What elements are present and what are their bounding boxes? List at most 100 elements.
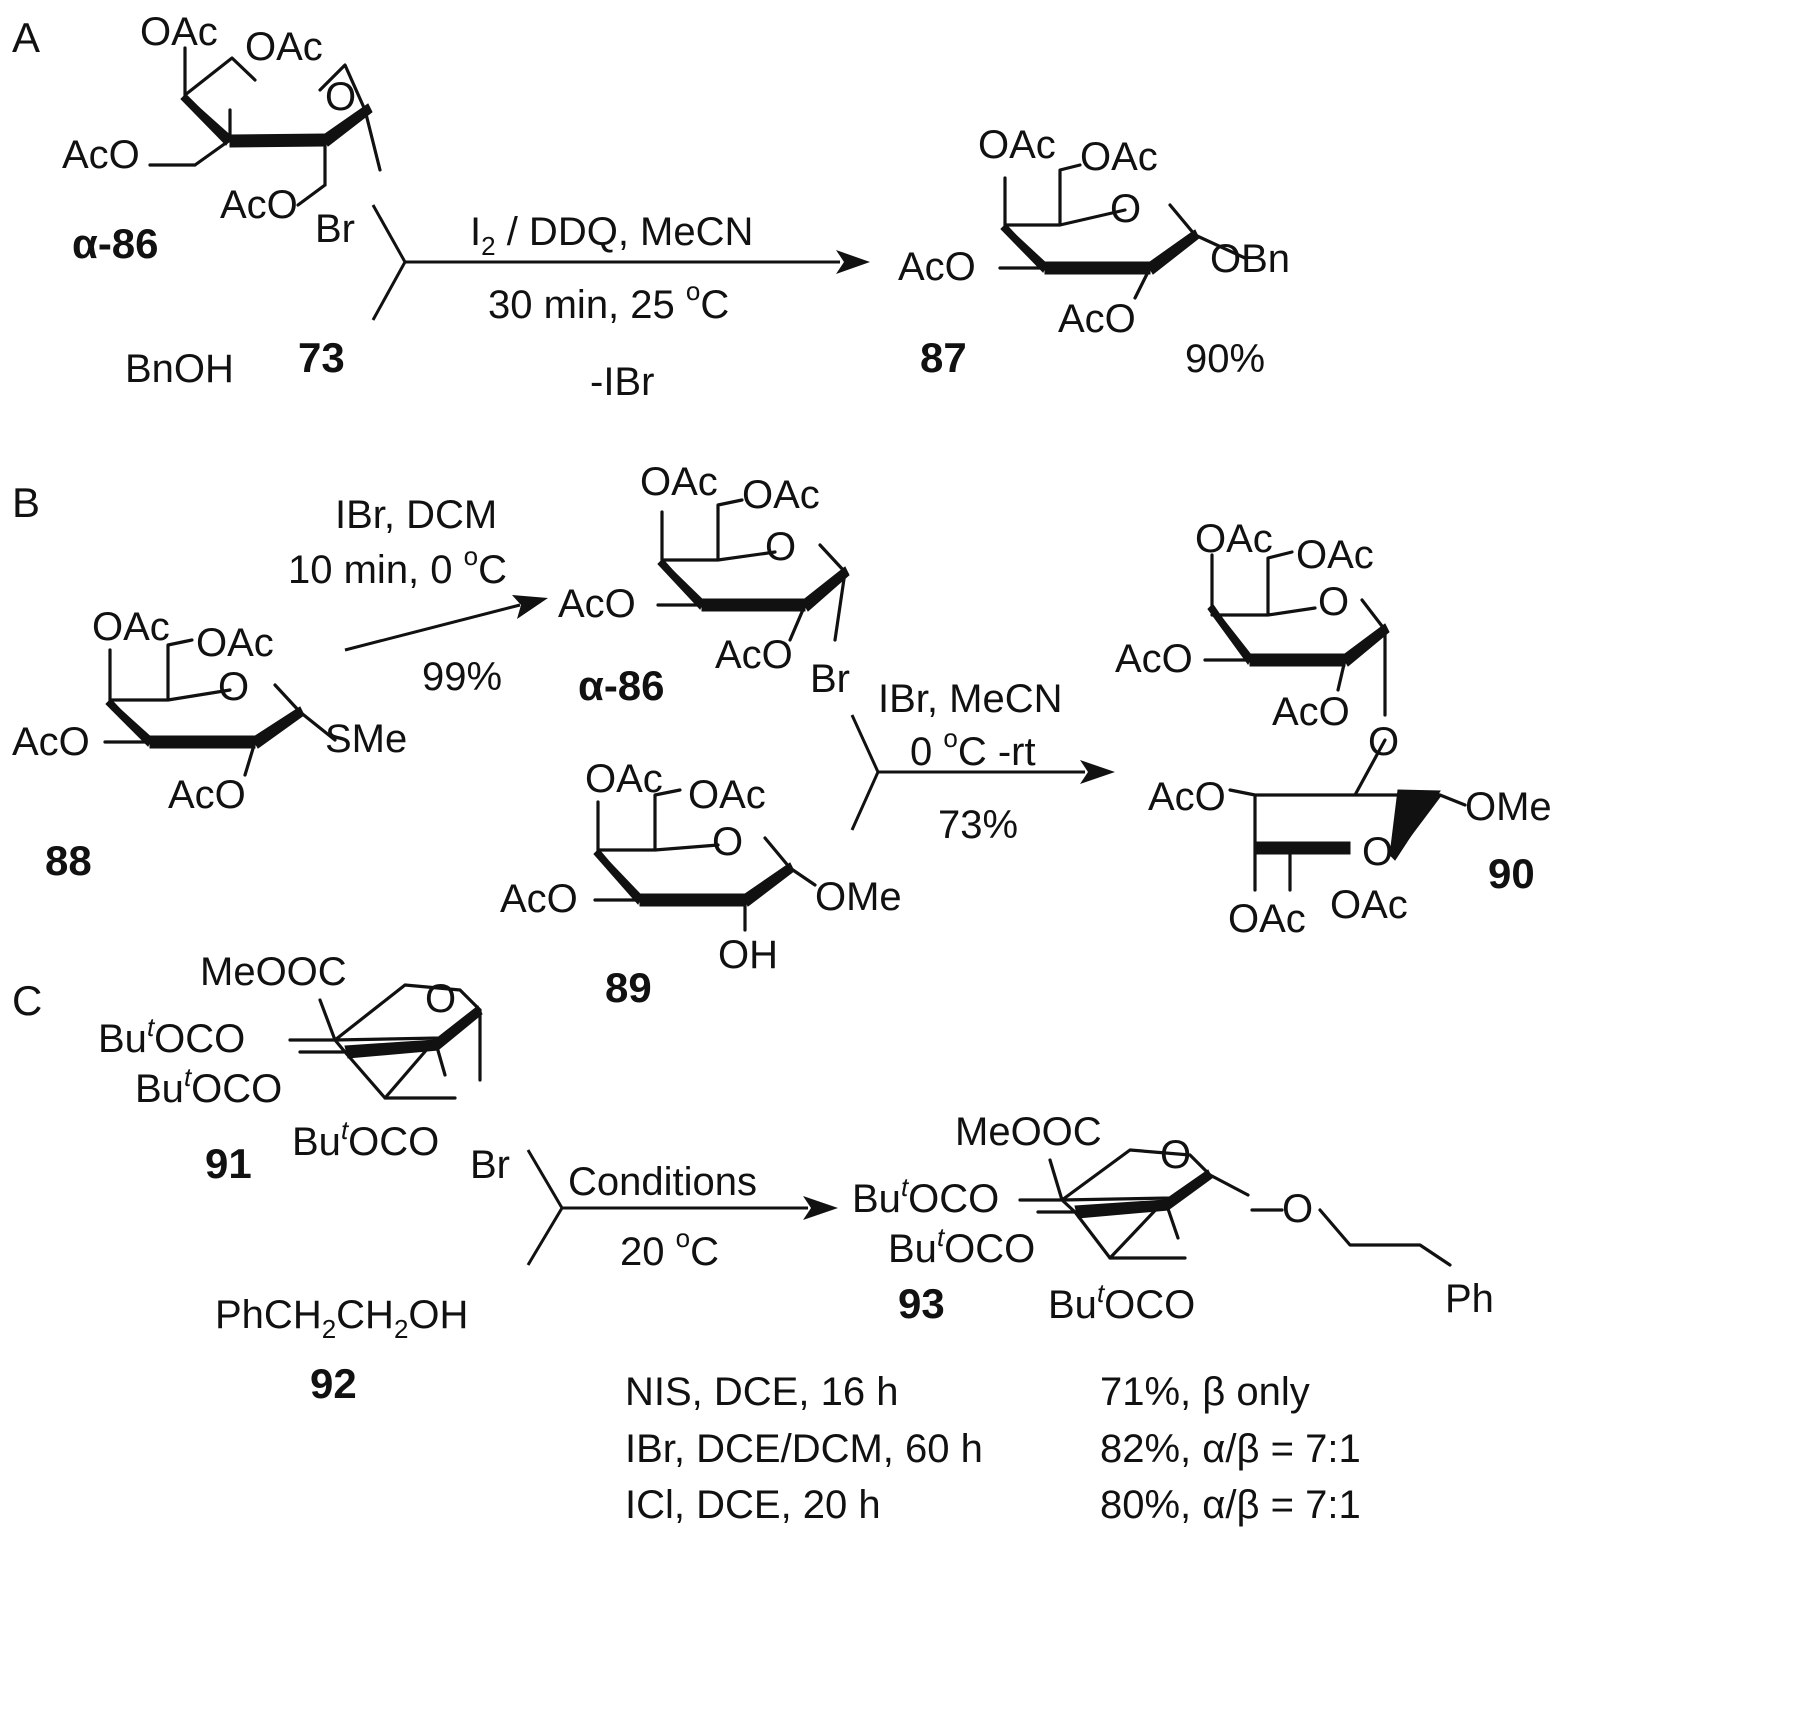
tboc-label: ButOCO: [888, 1222, 1035, 1271]
aco-label: AcO: [500, 877, 578, 921]
table-row-conditions: IBr, DCE/DCM, 60 h: [625, 1427, 983, 1471]
br-label: Br: [810, 657, 850, 701]
yield-label: 90%: [1185, 337, 1265, 381]
compound-id: 90: [1488, 850, 1535, 897]
oac-label: OAc: [1080, 135, 1158, 179]
aco-label: AcO: [898, 245, 976, 289]
panel-b: B OAc OAc O AcO SMe AcO 88 IBr, DCM 10 m…: [12, 460, 1552, 1011]
molecule-alpha-86-a: OAc OAc O AcO AcO Br: [62, 10, 382, 251]
molecule-90: OAc OAc O AcO AcO O AcO OMe O OAc OAc: [1115, 517, 1552, 941]
merge-bracket: [371, 204, 407, 321]
br-label: Br: [470, 1143, 510, 1187]
br-label: Br: [315, 207, 355, 251]
tboc-label: ButOCO: [292, 1115, 439, 1164]
panel-label-a: A: [12, 14, 40, 61]
table-row-conditions: ICl, DCE, 20 h: [625, 1483, 881, 1527]
aco-label: AcO: [168, 773, 246, 817]
oac-label: OAc: [688, 773, 766, 817]
table-row-conditions: NIS, DCE, 16 h: [625, 1370, 898, 1414]
ring-oxygen-label: O: [425, 977, 456, 1021]
aco-label: AcO: [715, 633, 793, 677]
compound-id: 87: [920, 334, 967, 381]
molecule-91: MeOOC O ButOCO ButOCO ButOCO Br: [98, 950, 510, 1187]
aco-label: AcO: [558, 582, 636, 626]
aco-label: AcO: [220, 183, 298, 227]
oac-label: OAc: [140, 10, 218, 54]
oac-label: OAc: [742, 473, 820, 517]
ring-oxygen-label: O: [1160, 1133, 1191, 1177]
arrow-head: [512, 595, 548, 619]
conditions-table: NIS, DCE, 16 h 71%, β only IBr, DCE/DCM,…: [625, 1370, 1361, 1527]
tboc-label: ButOCO: [1048, 1278, 1195, 1327]
oac-label: OAc: [92, 605, 170, 649]
compound-id: α-86: [578, 662, 665, 709]
reagent-name: BnOH: [125, 347, 234, 391]
compound-id: α-86: [72, 220, 159, 267]
aco-label: AcO: [1272, 690, 1350, 734]
glycosidic-oxygen-label: O: [1368, 720, 1399, 764]
oac-label: OAc: [640, 460, 718, 504]
molecule-89: OAc OAc O AcO OMe OH: [500, 757, 902, 977]
reagent-name: PhCH2CH2OH: [215, 1293, 468, 1344]
tboc-label: ButOCO: [135, 1062, 282, 1111]
glycosidic-oxygen-label: O: [1282, 1187, 1313, 1231]
ring-oxygen-label: O: [1318, 580, 1349, 624]
ring-oxygen-label: O: [712, 820, 743, 864]
condition-line: IBr, MeCN: [878, 677, 1062, 721]
ome-label: OMe: [1465, 785, 1552, 829]
compound-id: 73: [298, 334, 345, 381]
panel-label-b: B: [12, 479, 40, 526]
meooc-label: MeOOC: [955, 1110, 1102, 1154]
aco-label: AcO: [1058, 297, 1136, 341]
ring-oxygen-label: O: [325, 75, 356, 119]
arrow-head: [1080, 760, 1115, 784]
reaction-arrow: [344, 603, 521, 652]
merge-bracket: [850, 714, 880, 831]
table-row-yield: 80%, α/β = 7:1: [1100, 1483, 1361, 1527]
ph-label: Ph: [1445, 1277, 1494, 1321]
obn-label: OBn: [1210, 237, 1290, 281]
compound-id: 92: [310, 1360, 357, 1407]
table-row-yield: 82%, α/β = 7:1: [1100, 1427, 1361, 1471]
condition-line: I2 / DDQ, MeCN: [470, 210, 753, 261]
condition-line: -IBr: [590, 360, 654, 404]
oac-label: OAc: [1296, 533, 1374, 577]
compound-id: 91: [205, 1140, 252, 1187]
yield-label: 73%: [938, 803, 1018, 847]
molecule-87: OAc OAc O AcO OBn AcO: [898, 123, 1290, 341]
oac-label: OAc: [1195, 517, 1273, 561]
oac-label: OAc: [1228, 897, 1306, 941]
compound-id: 89: [605, 964, 652, 1011]
arrow-head: [803, 1196, 838, 1220]
merge-bracket: [526, 1149, 564, 1266]
oac-label: OAc: [1330, 883, 1408, 927]
oac-label: OAc: [196, 621, 274, 665]
aco-label: AcO: [1115, 637, 1193, 681]
panel-a: A OAc OAc O AcO AcO Br α-86 BnOH 73 I2 /…: [12, 10, 1290, 404]
oac-label: OAc: [585, 757, 663, 801]
oac-label: OAc: [978, 123, 1056, 167]
arrow-head: [836, 250, 870, 274]
molecule-93: MeOOC O O ButOCO ButOCO ButOCO Ph: [852, 1110, 1494, 1327]
ring-oxygen-label: O: [1110, 187, 1141, 231]
condition-line: 0 oC -rt: [910, 723, 1036, 774]
ring-oxygen-label: O: [765, 525, 796, 569]
condition-line: 30 min, 25 oC: [488, 276, 729, 327]
tboc-label: ButOCO: [852, 1172, 999, 1221]
aco-label: AcO: [1148, 775, 1226, 819]
table-row-yield: 71%, β only: [1100, 1370, 1310, 1414]
condition-line: IBr, DCM: [335, 493, 497, 537]
condition-line: 10 min, 0 oC: [288, 541, 507, 592]
ome-label: OMe: [815, 875, 902, 919]
panel-label-c: C: [12, 977, 42, 1024]
ring-oxygen-label: O: [1362, 830, 1393, 874]
tboc-label: ButOCO: [98, 1012, 245, 1061]
oh-label: OH: [718, 933, 778, 977]
oac-label: OAc: [245, 25, 323, 69]
sme-label: SMe: [325, 717, 407, 761]
compound-id: 93: [898, 1280, 945, 1327]
yield-label: 99%: [422, 655, 502, 699]
aco-label: AcO: [62, 133, 140, 177]
molecule-alpha-86-b: OAc OAc O AcO AcO Br: [558, 460, 850, 701]
